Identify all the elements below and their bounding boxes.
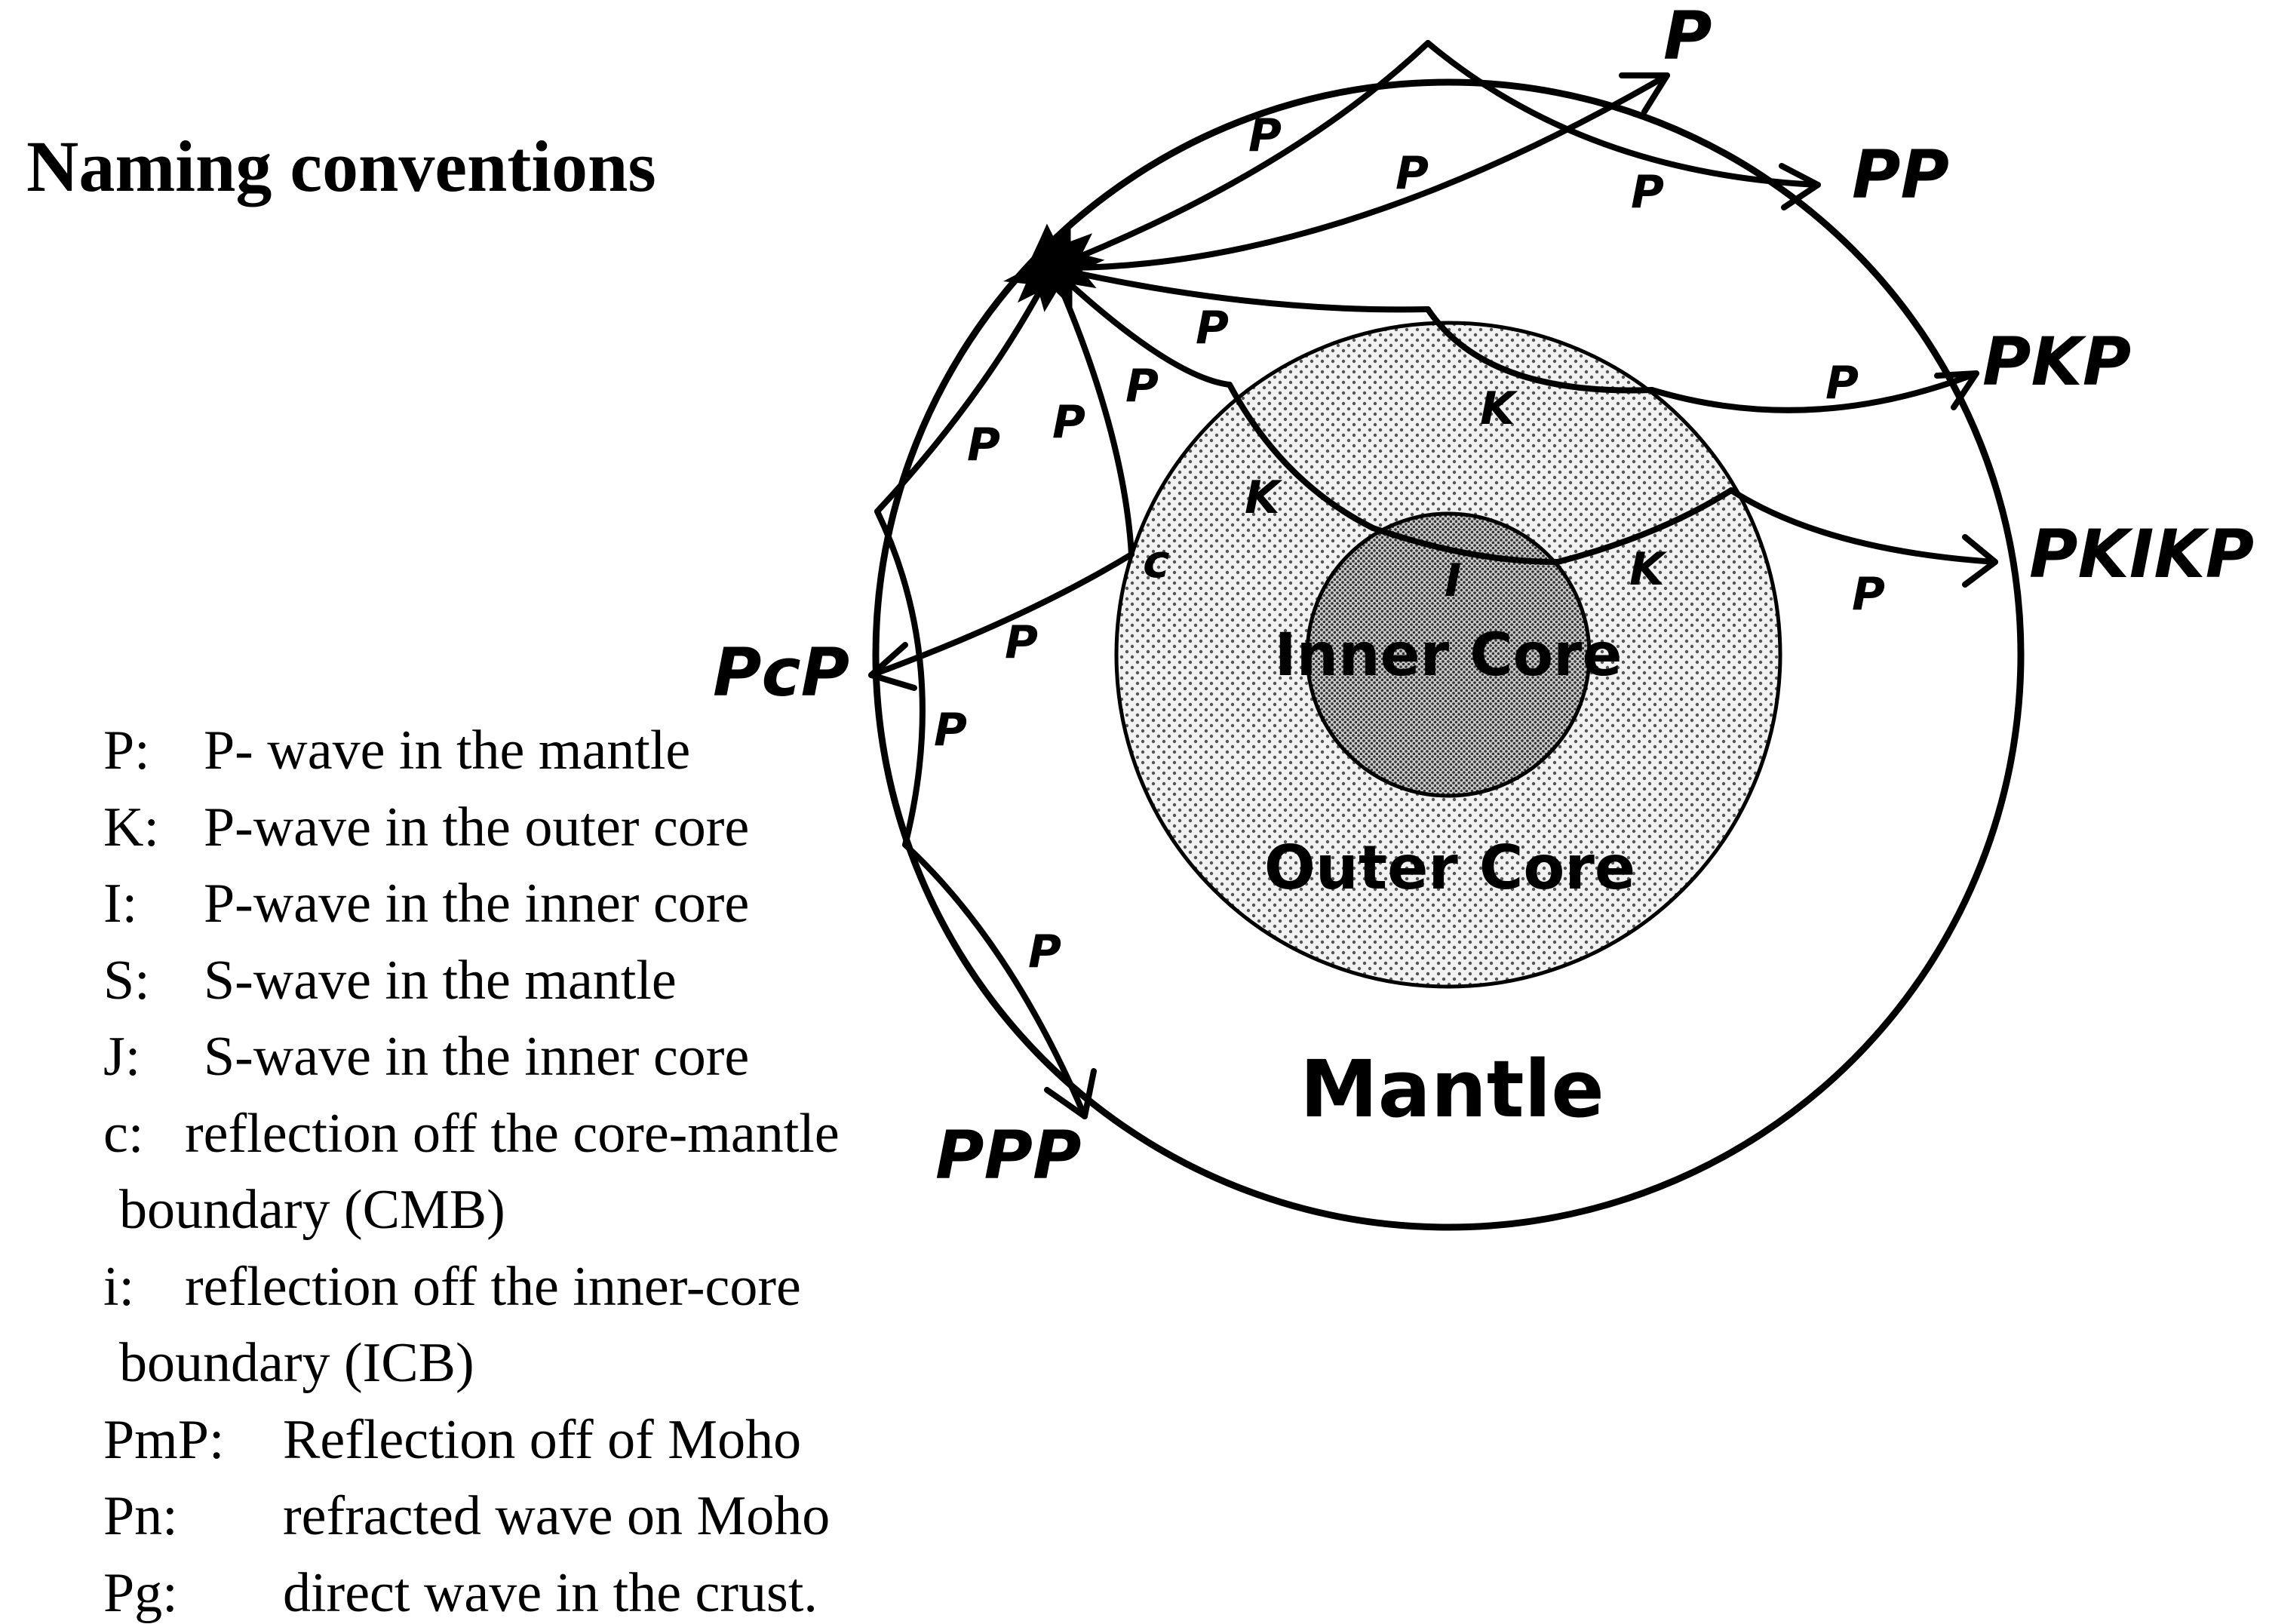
legend-symbol: Pg: [103, 1561, 178, 1624]
legend-continuation: boundary (CMB) [119, 1179, 505, 1241]
ray-pcp-down [1049, 265, 1134, 557]
arrowhead-ppp [1044, 1068, 1097, 1119]
phase-label-ppp: PPP [935, 1116, 1082, 1194]
legend-description: Reflection off of Moho [283, 1408, 802, 1471]
legend-description: reflection off the core-mantle [185, 1102, 840, 1165]
segment-label-p: P [1248, 109, 1282, 162]
phase-label-pkp: PKP [1982, 323, 2131, 401]
segment-label-k: K [1629, 543, 1668, 596]
ray-pcp-up [868, 551, 1134, 678]
ray-pkp-mantle-in [1049, 265, 1431, 313]
segment-label-p: P [1028, 926, 1061, 978]
segment-label-p: P [1631, 166, 1664, 219]
outer-core-label: Outer Core [1264, 833, 1635, 903]
mantle-label: Mantle [1300, 1043, 1604, 1135]
legend-description: refracted wave on Moho [283, 1485, 831, 1547]
ray-pkikp-outer-core-out [1555, 487, 1734, 565]
arrowhead-pcp [868, 642, 917, 691]
segment-label-p: P [1852, 568, 1885, 621]
phase-label-pp: PP [1852, 136, 1949, 213]
ray-pkikp-mantle-out [1728, 487, 1998, 565]
arrowhead-p [1619, 72, 1670, 115]
legend-description: S-wave in the inner core [204, 1026, 750, 1088]
segment-label-i: I [1445, 554, 1461, 607]
ray-pkikp-inner-core [1370, 525, 1561, 565]
segment-label-p: P [1196, 302, 1229, 355]
segment-label-p: P [1125, 360, 1159, 413]
legend-symbol: P: [103, 720, 150, 781]
ray-pp-leg1 [1049, 40, 1431, 271]
legend-symbol: c: [103, 1102, 144, 1165]
ray-ppp-leg1 [874, 265, 1055, 514]
legend-continuation: boundary (ICB) [119, 1332, 474, 1394]
segment-label-k: K [1480, 382, 1518, 435]
ray-pkikp-mantle-in [1049, 265, 1233, 388]
legend-description: P- wave in the mantle [204, 720, 691, 781]
legend-symbol: K: [103, 796, 159, 858]
ray-ppp-leg3 [902, 842, 1088, 1119]
legend-description: reflection off the inner-core [185, 1255, 801, 1318]
ray-ppp-leg2 [874, 508, 926, 848]
phase-label-pcp: PcP [713, 634, 849, 711]
legend-description: direct wave in the crust. [283, 1561, 818, 1624]
phase-label-pkikp: PKIKP [2029, 515, 2254, 593]
ray-pkikp-outer-core-in [1227, 382, 1376, 531]
ray-pp-leg2 [1425, 40, 1821, 188]
segment-label-p: P [1825, 357, 1859, 410]
ray-pkp-core [1425, 306, 1655, 394]
legend-symbol: S: [103, 949, 150, 1012]
ray-pkp-mantle-out [1649, 370, 1979, 413]
inner-core-label: Inner Core [1275, 622, 1623, 689]
inner-core-region [1305, 511, 1592, 798]
page-title: Naming conventions [26, 126, 656, 207]
segment-label-p: P [1395, 147, 1429, 200]
segment-label-k: K [1245, 471, 1283, 524]
segment-label-p: P [1052, 396, 1085, 449]
segment-label-c: c [1143, 536, 1170, 588]
segment-label-p: P [967, 419, 1000, 471]
legend-description: P-wave in the outer core [204, 796, 750, 858]
arrowhead-pkikp [1962, 534, 1998, 588]
legend-symbol: I: [103, 873, 138, 935]
earth-surface-circle [872, 78, 2025, 1231]
arrowhead-pkp [1934, 370, 1979, 410]
legend-symbol: PmP: [103, 1408, 225, 1471]
legend-symbol: J: [103, 1026, 141, 1088]
legend-description: P-wave in the inner core [204, 873, 750, 935]
legend-description: S-wave in the mantle [204, 949, 677, 1012]
phase-label-p: P [1663, 0, 1712, 75]
legend-symbol: i: [103, 1255, 135, 1318]
segment-label-p: P [934, 704, 967, 757]
arrowhead-pp [1779, 163, 1821, 210]
legend-symbol: Pn: [103, 1485, 178, 1547]
segment-label-p: P [1005, 616, 1038, 669]
